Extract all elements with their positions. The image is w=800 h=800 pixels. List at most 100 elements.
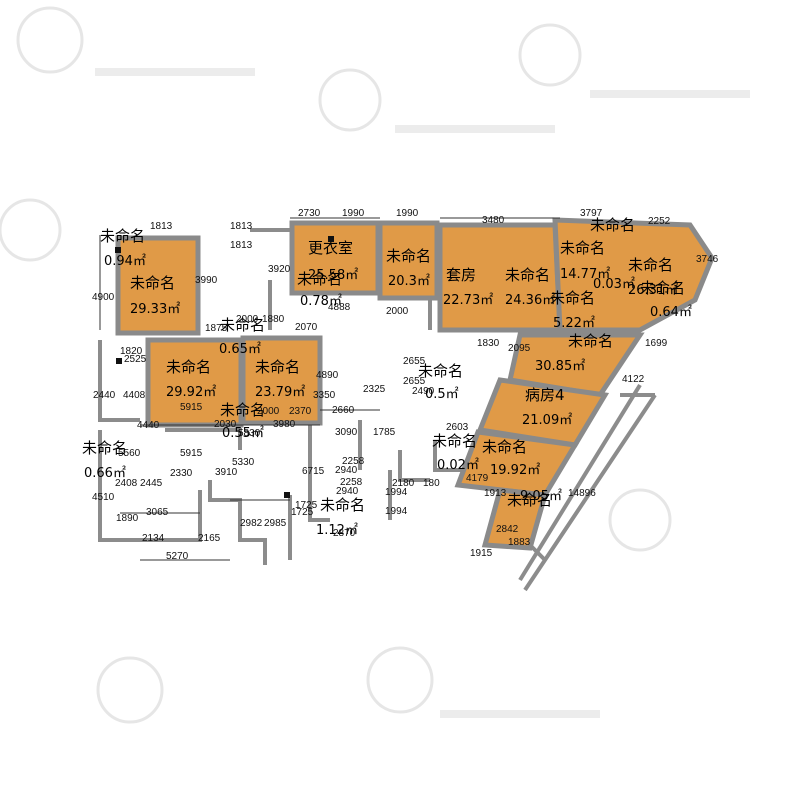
dimension-lines (99, 217, 560, 561)
room-name: 未命名 (560, 239, 605, 257)
dimension-label: 2985 (264, 518, 287, 529)
wall (98, 430, 202, 542)
dimension-label: 2445 (140, 478, 163, 489)
wall (308, 420, 330, 522)
wall (518, 383, 642, 582)
dimension-label: 1994 (385, 487, 408, 498)
dimension-label: 1813 (230, 221, 253, 232)
dimension-label: 2408 (115, 478, 138, 489)
dimension-label: 6715 (302, 466, 325, 477)
room-area: 24.36㎡ (505, 293, 555, 308)
wall (98, 340, 140, 422)
room-area: 29.33㎡ (130, 302, 180, 317)
dimension-label: 2490 (412, 386, 435, 397)
watermark-text (95, 68, 255, 76)
wall (398, 450, 430, 482)
dimension-label: 2370 (289, 406, 312, 417)
dimension-label: 3920 (268, 264, 291, 275)
dimension-label: 2440 (93, 390, 116, 401)
room-name: 未命名 (568, 332, 613, 350)
watermark-logo (0, 198, 62, 262)
room-fill (481, 487, 549, 551)
dimension-label: 1913 (484, 488, 507, 499)
room-area: 9.05㎡ (520, 489, 562, 504)
dimension-label: 4408 (123, 390, 146, 401)
dimension-label: 2842 (496, 524, 519, 535)
dimension-label: 1990 (396, 208, 419, 219)
dimension-label: 1699 (645, 338, 668, 349)
room-name: 套房 (446, 266, 476, 284)
dimension-label: 5330 (232, 457, 255, 468)
dimension-label: 14896 (568, 488, 596, 499)
dimension-label: 1820 (120, 346, 143, 357)
dimension-label: 3980 (273, 419, 296, 430)
dimension-label: 1785 (373, 427, 396, 438)
dimension-label: 4440 (137, 420, 160, 431)
dimension-label: 4888 (328, 302, 351, 313)
wall (165, 428, 242, 450)
wall (433, 440, 465, 472)
dimension-label: 5915 (180, 402, 203, 413)
dimension-label: 2095 (508, 343, 531, 354)
dimension-label: 2000 (386, 306, 409, 317)
dimension-label: 3746 (696, 254, 719, 265)
dimension-label: 2134 (142, 533, 165, 544)
room-area: 1.12㎡ (316, 523, 358, 538)
dimension-label: 3350 (313, 390, 336, 401)
room-name: 未命名 (432, 432, 477, 450)
watermark-logo (96, 656, 164, 724)
dimension-label: 3910 (215, 467, 238, 478)
room-name: 未命名 (220, 401, 265, 419)
dimension-label: 1915 (470, 548, 493, 559)
dimension-label: 2870 (333, 528, 356, 539)
room-name: 未命名 (505, 266, 550, 284)
room-name: 未命名 (418, 362, 463, 380)
column-marker (284, 492, 290, 498)
dimension-label: 2325 (363, 384, 386, 395)
room-name: 未命名 (550, 289, 595, 307)
room-fill (377, 220, 440, 301)
room-area: 5.22㎡ (553, 316, 595, 331)
dimension-label: 2165 (198, 533, 221, 544)
dimension-label: 1813 (230, 240, 253, 251)
dimension-label: 4900 (92, 292, 115, 303)
room-name: 更衣室 (308, 239, 353, 257)
dimension-label: 3090 (335, 427, 358, 438)
room-area: 0.65㎡ (219, 342, 261, 357)
dimension-label: 1883 (508, 537, 531, 548)
room-area: 0.94㎡ (104, 254, 146, 269)
dimension-label: 2655 (403, 376, 426, 387)
room-fill (115, 235, 201, 336)
dimension-label: 2030 (214, 419, 237, 430)
dimension-label: 1990 (342, 208, 365, 219)
rooms (115, 217, 715, 551)
room-name: 未命名 (100, 227, 145, 245)
dimension-label: 2940 (335, 465, 358, 476)
dimension-label: 2660 (332, 405, 355, 416)
columns (115, 236, 334, 498)
watermark-logo (366, 646, 434, 714)
dimension-label: 2000 (236, 314, 259, 325)
room-area: 0.03㎡ (593, 277, 635, 292)
dimension-label: 4179 (466, 473, 489, 484)
dimension-label: 4122 (622, 374, 645, 385)
room-area: 25.58㎡ (308, 268, 358, 283)
room-name: 未命名 (297, 270, 342, 288)
dimension-label: 2258 (340, 477, 363, 488)
room-name: 未命名 (255, 358, 300, 376)
room-name: 未命名 (386, 247, 431, 265)
watermark-logo (16, 6, 84, 74)
room-name: 未命名 (640, 279, 685, 297)
dimension-label: 2603 (446, 422, 469, 433)
watermark-logo (608, 488, 672, 552)
dimension-label: 5560 (118, 448, 141, 459)
room-area: 0.66㎡ (84, 466, 126, 481)
dimension-label: 2330 (170, 468, 193, 479)
dimension-label: 3990 (195, 275, 218, 286)
room-name: 未命名 (220, 316, 265, 334)
dimension-label: 1890 (116, 513, 139, 524)
room-area: 14.77㎡ (560, 267, 610, 282)
dimension-label: 1813 (150, 221, 173, 232)
